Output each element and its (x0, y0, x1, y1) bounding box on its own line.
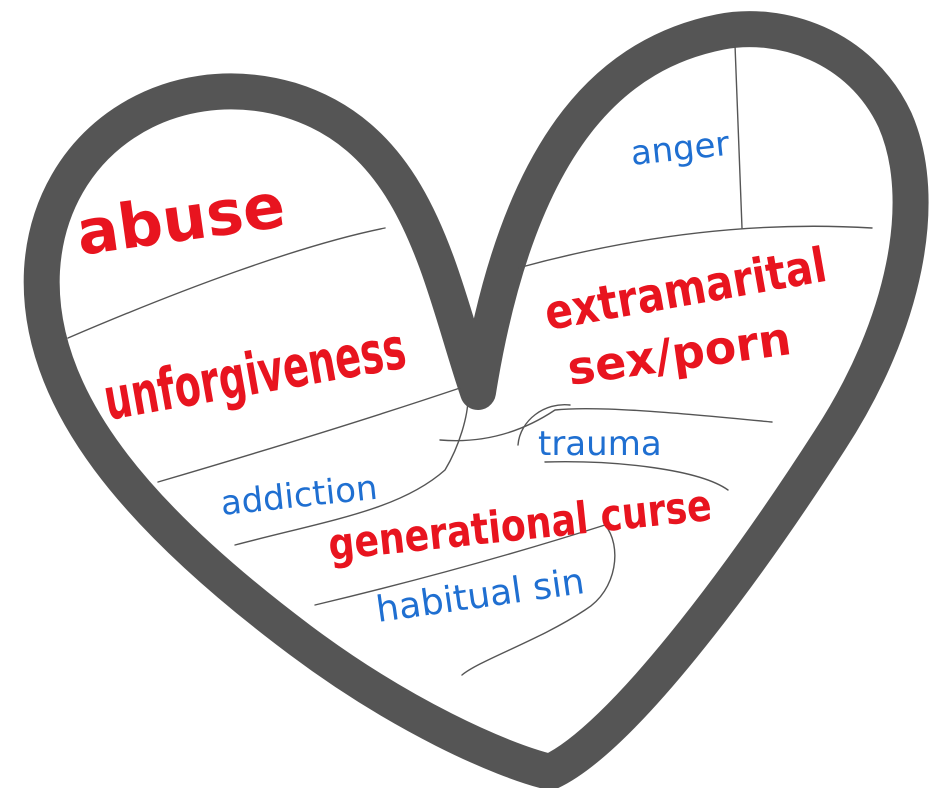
divider-anger-vertical (734, 44, 743, 229)
divider-addiction-generational (234, 397, 469, 546)
divider-generational-habitual (314, 524, 606, 606)
label-trauma: trauma (538, 424, 662, 464)
divider-trauma-arc (517, 404, 571, 446)
divider-unforgiveness-addiction (157, 387, 461, 483)
divider-habitual-bottom (461, 524, 616, 676)
divider-extramarital-trauma (439, 407, 773, 442)
divider-abuse-unforgiveness (67, 227, 386, 339)
divider-trauma-generational (544, 461, 729, 491)
divider-anger-extramarital (517, 225, 873, 269)
heart-outline (23, 11, 929, 788)
